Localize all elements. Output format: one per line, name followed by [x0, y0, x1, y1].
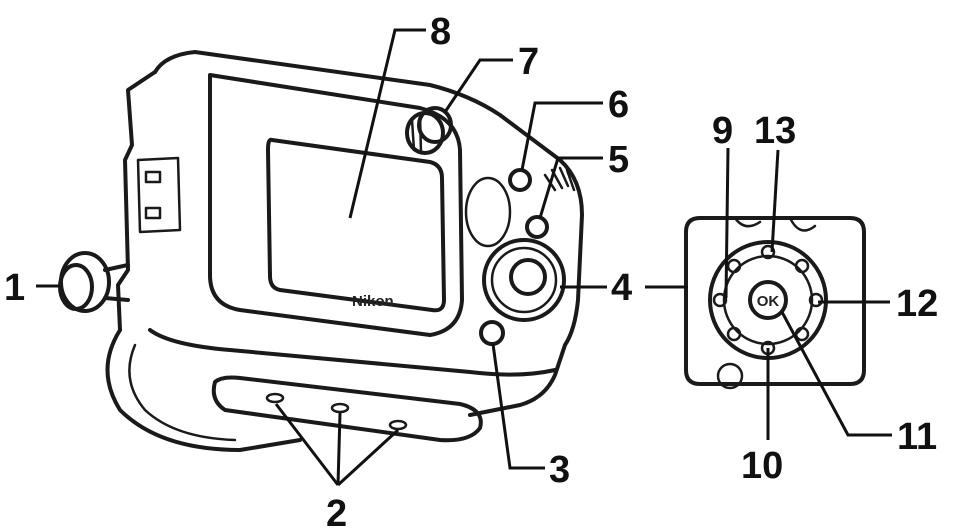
- inset-top-button: [733, 216, 762, 228]
- leader-6: [520, 101, 603, 171]
- monitor-screen: [266, 137, 446, 313]
- ring-detent: [760, 244, 776, 260]
- leader-9: [724, 147, 730, 299]
- ring-detent: [726, 326, 742, 342]
- multi-selector-dial: [482, 238, 566, 322]
- ring-detent: [712, 292, 728, 308]
- housing-port-inner: [128, 343, 237, 442]
- callout-12: 12: [896, 283, 938, 325]
- ok-button: [748, 280, 788, 320]
- monitor: Nikon: [266, 137, 446, 313]
- knob-ridge: [418, 113, 423, 154]
- latch-detail-top: [144, 170, 162, 184]
- callout-8: 8: [430, 11, 451, 53]
- inset-detail: OK: [684, 216, 866, 390]
- leader-5: [538, 156, 603, 219]
- callout-4: 4: [611, 267, 632, 309]
- mount-hole: [330, 402, 350, 414]
- button-5: [525, 215, 549, 239]
- callout-10: 10: [741, 445, 783, 487]
- button-3: [479, 320, 505, 346]
- callout-7: 7: [518, 41, 539, 83]
- callout-1: 1: [4, 267, 25, 309]
- knob-ridge: [410, 118, 416, 152]
- mount-hole: [265, 392, 285, 404]
- housing-outer-shell: [153, 50, 584, 417]
- callout-6: 6: [608, 84, 629, 126]
- leader-11: [780, 311, 892, 437]
- ok-center-small: [509, 258, 547, 296]
- inset-selector-ring: [722, 254, 814, 346]
- leader-3: [491, 343, 545, 470]
- callout-9: 9: [712, 110, 733, 152]
- housing-front-port: [105, 328, 302, 452]
- knob-cap: [417, 106, 453, 144]
- leader-2a: [274, 403, 340, 486]
- button-6: [508, 168, 532, 192]
- ring-detent: [726, 258, 742, 274]
- callout-2: 2: [326, 493, 347, 532]
- housing-right-controls: [464, 166, 576, 346]
- leader-2c: [336, 428, 400, 487]
- housing-lower-edge: [148, 328, 557, 377]
- side-knob-cap: [58, 263, 94, 311]
- leader-2b: [336, 412, 342, 486]
- mount-bar: [211, 375, 483, 443]
- callout-11: 11: [897, 416, 937, 458]
- mount-hole: [388, 419, 408, 431]
- top-control-knob: [405, 106, 453, 155]
- side-knob-shaft: [103, 263, 130, 272]
- inset-bottom-button: [716, 362, 744, 390]
- multi-selector-ring: [490, 246, 558, 314]
- housing-latch-plate: [136, 156, 182, 234]
- display-bezel: [208, 73, 464, 337]
- leader-7: [443, 58, 513, 113]
- leader-13: [770, 149, 780, 253]
- latch-detail-bottom: [144, 206, 162, 220]
- callout-13: 13: [754, 110, 796, 152]
- ok-label: OK: [757, 293, 780, 310]
- inset-frame: [684, 216, 866, 386]
- bottom-mount: [211, 375, 483, 443]
- leader-lines: [36, 28, 892, 487]
- ring-detent: [794, 326, 810, 342]
- callout-5: 5: [608, 139, 629, 181]
- ring-detent: [808, 292, 824, 308]
- side-knob-shaft: [103, 296, 130, 302]
- callout-3: 3: [549, 449, 570, 491]
- ring-detent: [794, 258, 810, 274]
- inset-top-button: [788, 216, 817, 232]
- callout-labels: 1 2 3 4 5 6 7 8 9 10 11 12 13: [4, 11, 938, 532]
- leader-8: [348, 28, 426, 219]
- brand-logo: Nikon: [352, 293, 394, 310]
- housing-left-side: [116, 70, 157, 332]
- housing-body: [105, 50, 584, 452]
- mode-plate: [464, 176, 512, 248]
